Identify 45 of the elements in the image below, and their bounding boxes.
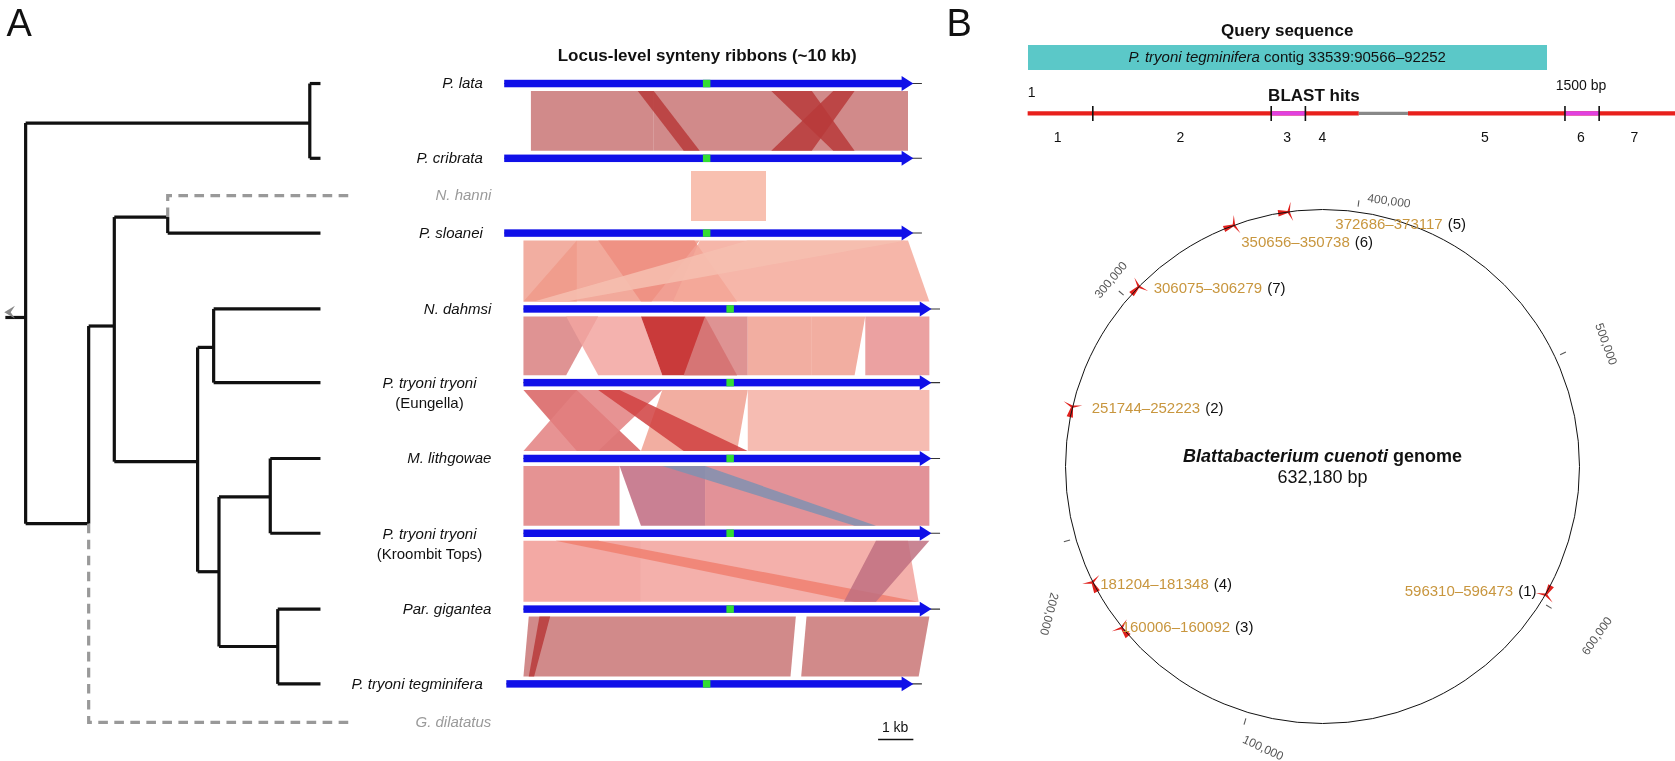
panel-letter: B bbox=[946, 0, 972, 46]
hit-number: 3 bbox=[1283, 128, 1292, 146]
scale-label: 1 bbox=[1027, 83, 1036, 101]
genome-coordinate: 400,000 bbox=[1366, 190, 1412, 211]
taxon-name: P. lata bbox=[442, 74, 483, 93]
track-title: BLAST hits bbox=[1268, 85, 1360, 107]
taxon-name: M. lithgowae bbox=[407, 449, 492, 468]
hit-number: (1) bbox=[1518, 581, 1537, 600]
query-sequence-bar: P. tryoni tegminifera contig 33539:90566–92252 bbox=[1027, 45, 1547, 70]
hit-number: 5 bbox=[1480, 128, 1489, 146]
hit-number: 6 bbox=[1577, 128, 1585, 146]
track-title: Query sequence bbox=[1221, 21, 1354, 42]
taxon-name: P. tryoni tegminifera bbox=[351, 674, 483, 693]
scale-label: 1500 bp bbox=[1555, 77, 1607, 94]
hit-number: (3) bbox=[1235, 618, 1254, 637]
hit-range: 160006–160092 bbox=[1121, 618, 1231, 637]
hit-range: 596310–596473 bbox=[1404, 581, 1514, 600]
taxon-name: N. hanni bbox=[435, 186, 492, 205]
genome-name: Blattabacterium cuenoti genome bbox=[1182, 446, 1462, 467]
genome-size: 632,180 bp bbox=[1277, 466, 1368, 488]
taxon-name: P. sloanei bbox=[418, 223, 483, 242]
hit-number: (2) bbox=[1205, 399, 1224, 418]
taxon-name: Par. gigantea bbox=[402, 599, 492, 618]
hit-number: (5) bbox=[1447, 215, 1466, 234]
taxon-name: P. cribrata bbox=[416, 149, 483, 168]
scale-label: 1 kb bbox=[881, 719, 909, 736]
hit-number: 2 bbox=[1176, 128, 1185, 146]
genome-coordinate: 200,000 bbox=[1036, 591, 1062, 638]
hit-number: 1 bbox=[1053, 128, 1062, 146]
hit-range: 306075–306279 bbox=[1153, 279, 1263, 298]
synteny-block bbox=[691, 170, 766, 222]
hit-range: 181204–181348 bbox=[1100, 575, 1209, 594]
hit-number: (6) bbox=[1354, 233, 1374, 252]
hit-number: 4 bbox=[1318, 128, 1327, 146]
hit-range: 350656–350738 bbox=[1241, 233, 1350, 252]
panel-title: Locus-level synteny ribbons (~10 kb) bbox=[557, 45, 857, 66]
taxon-name: G. dilatatus bbox=[415, 713, 492, 732]
hit-number: 7 bbox=[1630, 128, 1639, 146]
hit-number: (4) bbox=[1213, 575, 1233, 594]
hit-number: (7) bbox=[1267, 279, 1286, 298]
hit-range: 251744–252223 bbox=[1091, 399, 1201, 418]
taxon-name: P. tryoni tryoni (Kroombit Tops) bbox=[375, 523, 484, 564]
taxon-name: N. dahmsi bbox=[423, 299, 492, 318]
taxon-name: P. tryoni tryoni (Eungella) bbox=[381, 372, 478, 414]
panel-letter: A bbox=[6, 0, 32, 46]
